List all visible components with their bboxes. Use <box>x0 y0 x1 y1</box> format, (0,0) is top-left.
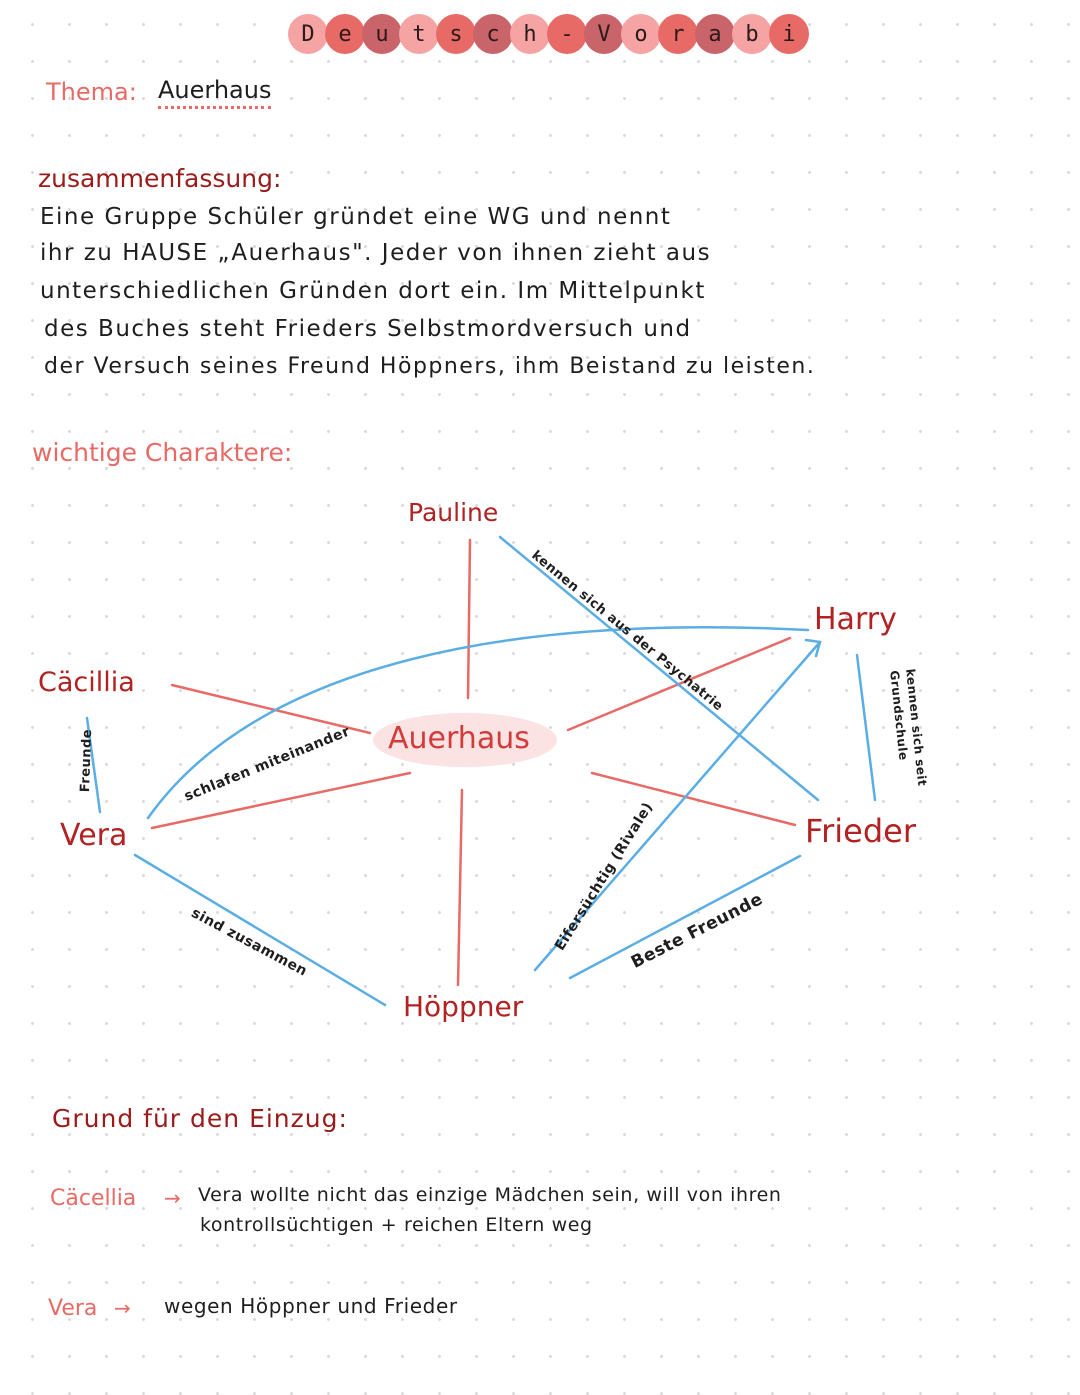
title-letter-bubble: b <box>732 14 772 54</box>
topic-value: Auerhaus <box>158 76 272 109</box>
arrow-head-harry <box>804 638 822 658</box>
title-letter-bubble: a <box>695 14 735 54</box>
node-frieder: Frieder <box>805 812 916 850</box>
arrow-icon: → <box>164 1186 181 1210</box>
line-pauline-frieder <box>498 535 820 802</box>
arrow-icon: → <box>114 1296 131 1320</box>
reason-text: wegen Höppner und Frieder <box>164 1294 458 1318</box>
summary-line: der Versuch seines Freund Höppners, ihm … <box>44 354 816 379</box>
line-vera-harry <box>146 626 810 820</box>
line-vera-hoeppner <box>133 853 387 1007</box>
line-hoeppner-center <box>456 788 464 987</box>
title-letter-bubble: i <box>769 14 809 54</box>
reason-name: Vera <box>48 1296 98 1321</box>
title-letter-bubble: r <box>658 14 698 54</box>
summary-line: ihr zu HAUSE „Auerhaus". Jeder von ihnen… <box>40 240 712 266</box>
reasons-heading: Grund für den Einzug: <box>52 1104 348 1133</box>
summary-line: des Buches steht Frieders Selbstmordvers… <box>44 316 692 342</box>
characters-heading: wichtige Charaktere: <box>32 438 293 467</box>
center-highlight <box>373 713 557 767</box>
line-pauline-center <box>466 538 472 700</box>
summary-line: unterschiedlichen Gründen dort ein. Im M… <box>40 278 706 304</box>
line-vera-center <box>150 771 412 830</box>
line-harry-frieder <box>855 653 877 802</box>
line-frieder-center <box>590 771 797 827</box>
node-hoeppner: Höppner <box>403 990 524 1023</box>
line-hoeppner-frieder <box>568 854 802 980</box>
topic-label: Thema: <box>46 78 137 106</box>
node-center-auerhaus: Auerhaus <box>388 721 530 756</box>
title-letter-bubble: o <box>621 14 661 54</box>
title-letter-bubble: c <box>473 14 513 54</box>
title-letter-bubble: - <box>547 14 587 54</box>
node-harry: Harry <box>814 602 897 637</box>
title-letter-bubble: h <box>510 14 550 54</box>
node-caecilia: Cäcillia <box>38 667 135 698</box>
summary-line: Eine Gruppe Schüler gründet eine WG und … <box>40 204 672 230</box>
line-caecilia-center <box>170 683 372 735</box>
reason-text: kontrollsüchtigen + reichen Eltern weg <box>200 1214 593 1236</box>
title-letter-bubble: e <box>325 14 365 54</box>
node-pauline: Pauline <box>408 498 499 527</box>
line-hoeppner-harry <box>533 640 822 972</box>
title-letter-bubble: t <box>399 14 439 54</box>
title-letter-bubble: V <box>584 14 624 54</box>
title-letter-bubble: u <box>362 14 402 54</box>
title-letter-bubble: s <box>436 14 476 54</box>
node-vera: Vera <box>60 818 128 853</box>
line-caecilia-vera <box>85 716 102 814</box>
title-letter-bubble: D <box>288 14 328 54</box>
reason-text: Vera wollte nicht das einzige Mädchen se… <box>198 1184 782 1206</box>
label-caecilia-vera: Freunde <box>78 728 96 793</box>
reason-name: Cäcellia <box>50 1186 137 1211</box>
summary-heading: zusammenfassung: <box>38 164 282 193</box>
